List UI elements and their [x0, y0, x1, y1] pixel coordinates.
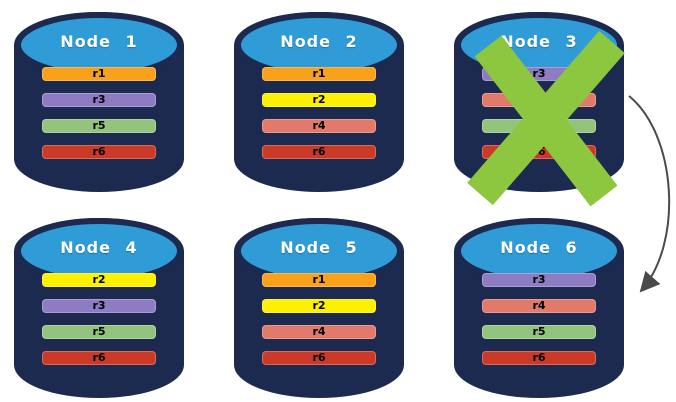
replica-bar: r4 [482, 299, 596, 313]
replica-bar: r5 [482, 119, 596, 133]
replica-bar: r5 [42, 119, 156, 133]
replica-bar: r5 [42, 325, 156, 339]
replica-label: r5 [92, 119, 106, 132]
replica-bar: r6 [262, 351, 376, 365]
replica-label: r3 [92, 299, 106, 312]
node-5-cylinder: Node 5 r1 r2 r4 r6 [230, 214, 408, 402]
node-4-replica-list: r2 r3 r5 r6 [42, 273, 156, 377]
replica-label: r3 [532, 273, 546, 286]
replica-label: r4 [312, 119, 326, 132]
node-3-replica-list: r3 r4 r5 r6 [482, 67, 596, 171]
replica-label: r6 [92, 351, 106, 364]
replica-label: r2 [312, 93, 326, 106]
replica-label: r5 [532, 325, 546, 338]
node-2-title: Node 2 [280, 32, 358, 51]
replica-label: r1 [92, 67, 106, 80]
replica-label: r1 [312, 67, 326, 80]
node-1-title: Node 1 [60, 32, 138, 51]
node-4-title: Node 4 [60, 238, 138, 257]
node-6-cylinder: Node 6 r3 r4 r5 r6 [450, 214, 628, 402]
replica-bar: r3 [482, 67, 596, 81]
replica-label: r6 [312, 351, 326, 364]
node-4-cylinder: Node 4 r2 r3 r5 r6 [10, 214, 188, 402]
node-5-title: Node 5 [280, 238, 358, 257]
replica-label: r4 [532, 93, 546, 106]
node-6-replica-list: r3 r4 r5 r6 [482, 273, 596, 377]
replica-bar: r6 [262, 145, 376, 159]
replica-bar: r4 [262, 325, 376, 339]
node-2-cylinder: Node 2 r1 r2 r4 r6 [230, 8, 408, 196]
replica-bar: r3 [42, 93, 156, 107]
node-3-cylinder: Node 3 r3 r4 r5 r6 [450, 8, 628, 207]
replica-bar: r1 [262, 273, 376, 287]
replica-bar: r2 [262, 299, 376, 313]
replica-bar: r6 [482, 351, 596, 365]
replica-label: r6 [532, 145, 546, 158]
node-1-cylinder: Node 1 r1 r3 r5 r6 [10, 8, 188, 196]
replica-label: r6 [312, 145, 326, 158]
node-3-title: Node 3 [500, 32, 578, 51]
replica-bar: r2 [262, 93, 376, 107]
replica-label: r5 [92, 325, 106, 338]
replica-bar: r6 [482, 145, 596, 159]
replica-bar: r2 [42, 273, 156, 287]
replica-bar: r4 [482, 93, 596, 107]
node-5-replica-list: r1 r2 r4 r6 [262, 273, 376, 377]
replica-label: r3 [532, 67, 546, 80]
node-6-title: Node 6 [500, 238, 578, 257]
replica-label: r1 [312, 273, 326, 286]
replica-bar: r6 [42, 145, 156, 159]
replica-label: r5 [532, 119, 546, 132]
replica-label: r2 [92, 273, 106, 286]
replica-label: r6 [92, 145, 106, 158]
node-1-replica-list: r1 r3 r5 r6 [42, 67, 156, 171]
replica-bar: r3 [482, 273, 596, 287]
replica-label: r2 [312, 299, 326, 312]
replica-label: r4 [532, 299, 546, 312]
replica-bar: r1 [262, 67, 376, 81]
replica-bar: r5 [482, 325, 596, 339]
replica-bar: r6 [42, 351, 156, 365]
replica-label: r4 [312, 325, 326, 338]
replica-bar: r1 [42, 67, 156, 81]
replica-bar: r4 [262, 119, 376, 133]
replica-label: r6 [532, 351, 546, 364]
replica-bar: r3 [42, 299, 156, 313]
node-2-replica-list: r1 r2 r4 r6 [262, 67, 376, 171]
replica-label: r3 [92, 93, 106, 106]
